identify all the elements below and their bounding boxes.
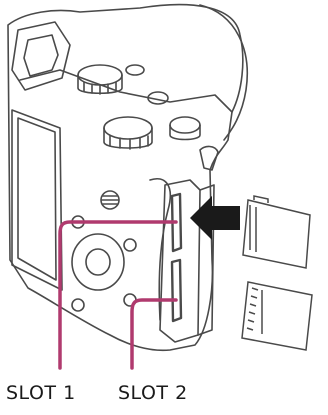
sd-card-icon	[243, 196, 310, 268]
lens-mount-edge	[200, 5, 247, 140]
control-wheel	[72, 234, 124, 290]
camera-body	[8, 5, 243, 351]
slot-2-pointer	[132, 300, 176, 368]
speaker-grille	[101, 191, 119, 209]
small-button	[126, 65, 144, 75]
slot-2-label: SLOT 2	[118, 382, 188, 404]
top-plate	[20, 70, 232, 112]
slot-1-label: SLOT 1	[6, 382, 76, 404]
control-dial	[104, 117, 152, 149]
insert-arrow-icon	[190, 196, 240, 240]
lever	[200, 146, 218, 170]
sd-card-icon	[242, 282, 312, 350]
slot-2-opening	[172, 260, 181, 321]
